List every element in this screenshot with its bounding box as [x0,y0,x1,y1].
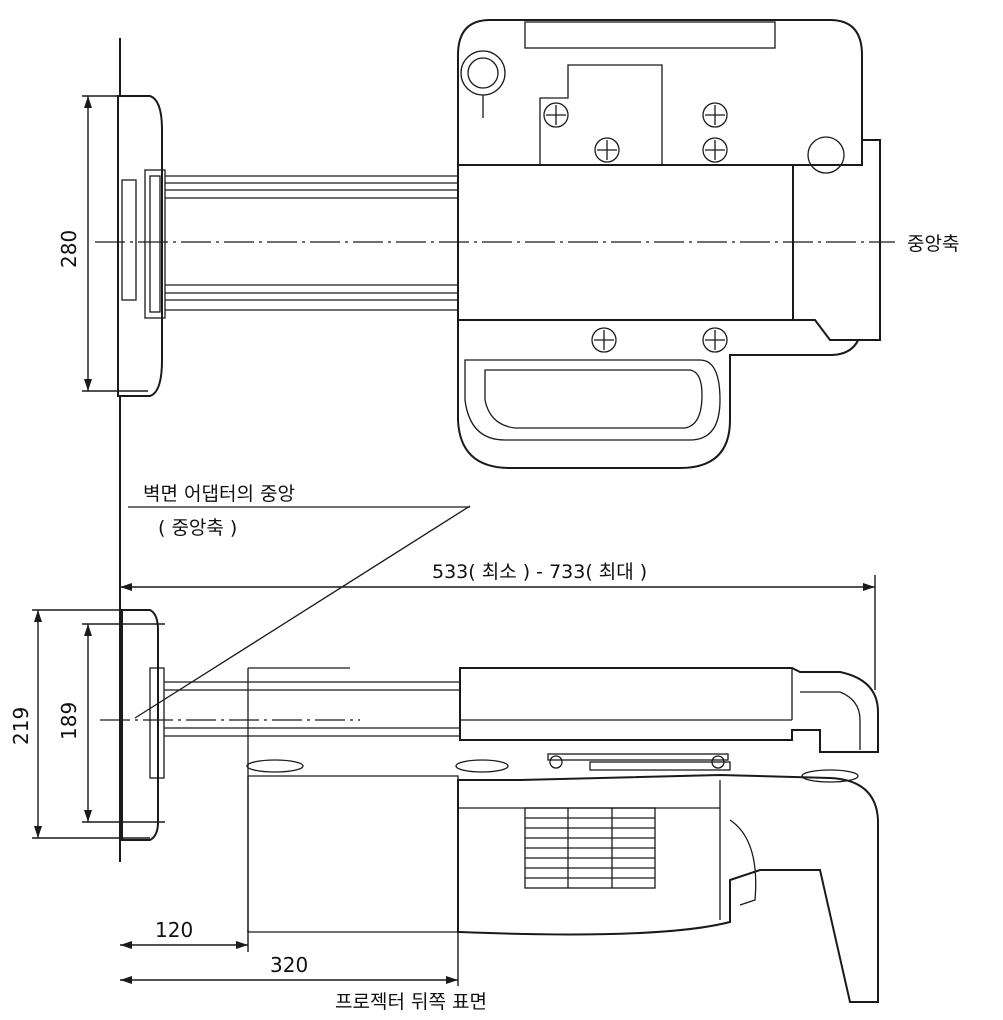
range-label: 533( 최소 ) - 733( 최대 ) [432,561,647,583]
center-axis-label: 중앙축 [907,233,959,255]
projector-handle [464,359,721,441]
wall-adapter-center-sublabel: ( 중앙축 ) [158,517,237,539]
extension-arm-top [165,175,458,311]
projector-body-side [457,773,879,1003]
wall-plate-side [121,609,159,841]
dimension-320-label: 320 [270,953,308,977]
vent-grille [524,807,656,889]
adapter-flange [144,169,166,319]
dimension-280-label: 280 [57,230,81,268]
wall-plate-top [117,95,163,397]
top-view [82,19,895,862]
leader-line [134,505,471,719]
side-view [32,505,879,1003]
wall-adapter-center-label: 벽면 어댑터의 중앙 [143,483,295,505]
wall-plate-slot [121,179,137,301]
dimension-189-label: 189 [57,702,81,740]
dimension-120-label: 120 [155,918,193,942]
mount-screws-top [543,102,728,353]
dimension-219-label: 219 [9,707,33,745]
projector-rear-label: 프로젝터 뒤쪽 표면 [335,991,487,1013]
adapter-flange-inner [149,175,161,313]
extension-arm-side [164,681,460,737]
end-clamp-top [792,139,881,341]
projector-vent-slot [524,21,776,49]
arm-housing-side [459,667,879,753]
